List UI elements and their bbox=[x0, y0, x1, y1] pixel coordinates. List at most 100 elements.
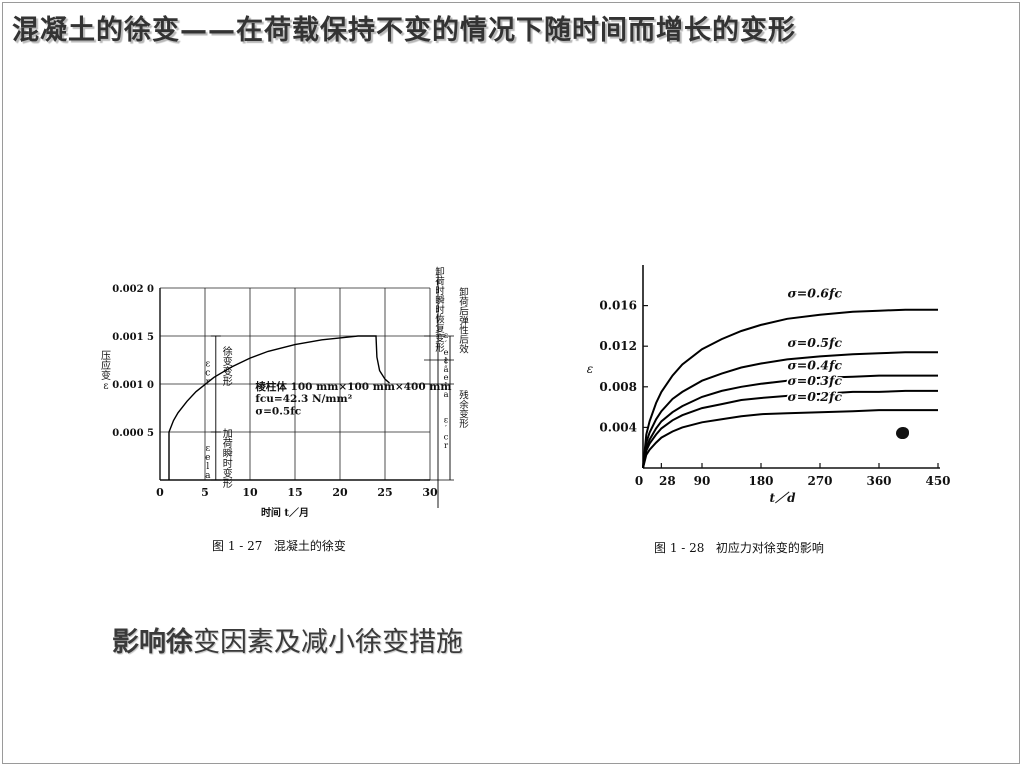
instant-deformation-label-char: 形 bbox=[223, 478, 233, 490]
x-tick-label: 0 bbox=[156, 486, 164, 499]
y-axis-label-char: ε bbox=[103, 381, 108, 392]
series-label: σ=0.2fc bbox=[788, 389, 843, 404]
series-label: σ=0.4fc bbox=[788, 358, 843, 373]
x-tick-label: 10 bbox=[242, 486, 258, 499]
eps-ela-dprime-label: ε″ela bbox=[443, 356, 448, 400]
creep-deformation-label-char: 变 bbox=[223, 365, 233, 378]
y-tick-label: 0.012 bbox=[599, 339, 637, 353]
eps-cr-prime-label: ε′cr bbox=[444, 415, 449, 451]
eps-cr-label-char: ε bbox=[205, 360, 210, 370]
subtitle-bold-part: 影响徐 bbox=[112, 627, 193, 658]
stress-curve bbox=[642, 374, 938, 469]
unload-instant-recovery-label-char: 瞬 bbox=[435, 295, 445, 307]
creep-deformation-label-char: 形 bbox=[223, 376, 233, 388]
y-tick-label: 0.000 5 bbox=[112, 428, 154, 439]
initial-stress-chart-axes bbox=[642, 265, 940, 469]
eps-ela-prime-label-char: e bbox=[443, 348, 448, 358]
slide-subtitle: 影响徐变因素及减小徐变措施 bbox=[112, 620, 463, 659]
series-label: σ=0.3fc bbox=[788, 373, 843, 388]
x-tick-label: 15 bbox=[287, 486, 302, 499]
sigma-label: σ=0.5fc bbox=[255, 406, 301, 418]
x-axis-label: 时间 t／月 bbox=[261, 506, 309, 519]
y-tick-label: 0.004 bbox=[599, 420, 637, 434]
fcu-label: fcu=42.3 N/mm² bbox=[255, 393, 352, 405]
residual-deformation-label-char: 残 bbox=[459, 389, 469, 401]
ink-blot bbox=[896, 427, 909, 439]
elastic-after-effect-label-char: 荷 bbox=[459, 297, 469, 308]
unload-instant-recovery-label-char: 变 bbox=[435, 333, 445, 345]
eps-cr-prime-label-char: ε bbox=[444, 415, 449, 425]
stress-curve bbox=[642, 308, 938, 469]
eps-ela-label-char: l bbox=[206, 462, 209, 472]
eps-ela-dprime-label-char: ″ bbox=[444, 364, 447, 374]
x-tick-label: 450 bbox=[925, 474, 950, 488]
stress-curve bbox=[642, 409, 938, 469]
eps-ela-label-char: a bbox=[205, 471, 211, 481]
creep-chart-caption: 图 1 - 27 混凝土的徐变 bbox=[212, 539, 346, 553]
eps-ela-dprime-label-char: ε bbox=[444, 356, 449, 366]
x-tick-label: 180 bbox=[748, 474, 773, 488]
eps-ela-dprime-label-char: e bbox=[443, 373, 448, 383]
initial-stress-chart-caption: 图 1 - 28 初应力对徐变的影响 bbox=[654, 541, 824, 555]
eps-cr-prime-label-char: c bbox=[444, 432, 449, 442]
y-axis-label-char: 压 bbox=[101, 350, 111, 362]
creep-chart-axes bbox=[159, 288, 430, 481]
eps-cr-label-char: r bbox=[206, 378, 211, 388]
stress-curve bbox=[642, 389, 938, 469]
x-tick-label: 5 bbox=[201, 486, 209, 499]
y-axis-label-char: 应 bbox=[101, 359, 111, 372]
unload-instant-recovery-label-char: 时 bbox=[435, 285, 445, 297]
unload-instant-recovery-label-char: 形 bbox=[435, 342, 445, 354]
eps-ela-prime-label: ε′ela bbox=[443, 331, 448, 375]
residual-deformation-label-char: 变 bbox=[459, 408, 469, 420]
residual-deformation-label-char: 形 bbox=[459, 418, 469, 430]
unload-instant-recovery-label-char: 恢 bbox=[435, 314, 445, 326]
elastic-after-effect-label-char: 后 bbox=[459, 335, 469, 346]
instant-deformation-label-char: 加 bbox=[223, 428, 233, 440]
subtitle-rest-part: 变因素及减小徐变措施 bbox=[193, 627, 463, 658]
eps-cr-label-char: c bbox=[205, 369, 210, 379]
eps-ela-label-char: ε bbox=[205, 444, 210, 454]
elastic-after-effect-label-char: 弹 bbox=[459, 315, 469, 327]
creep-curve bbox=[168, 335, 390, 480]
instant-deformation-label-char: 荷 bbox=[223, 438, 233, 450]
series-label: σ=0.5fc bbox=[788, 335, 843, 350]
eps-ela-dprime-label-char: a bbox=[443, 390, 448, 400]
unload-instant-recovery-label-char: 荷 bbox=[435, 277, 445, 288]
y-tick-label: 0.002 0 bbox=[112, 284, 154, 295]
y-tick-label: 0.008 bbox=[599, 380, 637, 394]
elastic-after-effect-label-char: 后 bbox=[459, 307, 469, 318]
creep-deformation-label-char: 徐 bbox=[223, 345, 233, 358]
instant-deformation-label-char: 时 bbox=[223, 458, 233, 470]
elastic-after-effect-label-char: 卸 bbox=[459, 287, 469, 299]
eps-ela-prime-label-char: l bbox=[445, 356, 448, 366]
eps-ela-prime-label-char: a bbox=[443, 365, 448, 375]
elastic-after-effect-label-char: 效 bbox=[459, 344, 469, 356]
x-tick-label: 30 bbox=[422, 486, 438, 499]
eps-cr-label: εcr bbox=[205, 360, 210, 388]
y-axis-label: ε bbox=[587, 362, 593, 376]
stress-curve bbox=[642, 351, 938, 469]
specimen-size-label: 棱柱体 100 mm×100 mm×400 mm bbox=[255, 380, 451, 393]
slide-title: 混凝土的徐变——在荷载保持不变的情况下随时间而增长的变形 bbox=[12, 15, 796, 46]
unload-instant-recovery-label-char: 复 bbox=[435, 323, 445, 335]
eps-ela-dprime-label-char: l bbox=[445, 381, 448, 391]
eps-cr-prime-label-char: r bbox=[444, 441, 449, 451]
y-axis-label-char: 变 bbox=[101, 369, 111, 382]
creep-chart-series bbox=[168, 335, 390, 480]
eps-ela-label-char: e bbox=[205, 453, 210, 463]
x-tick-label: 90 bbox=[694, 474, 711, 488]
